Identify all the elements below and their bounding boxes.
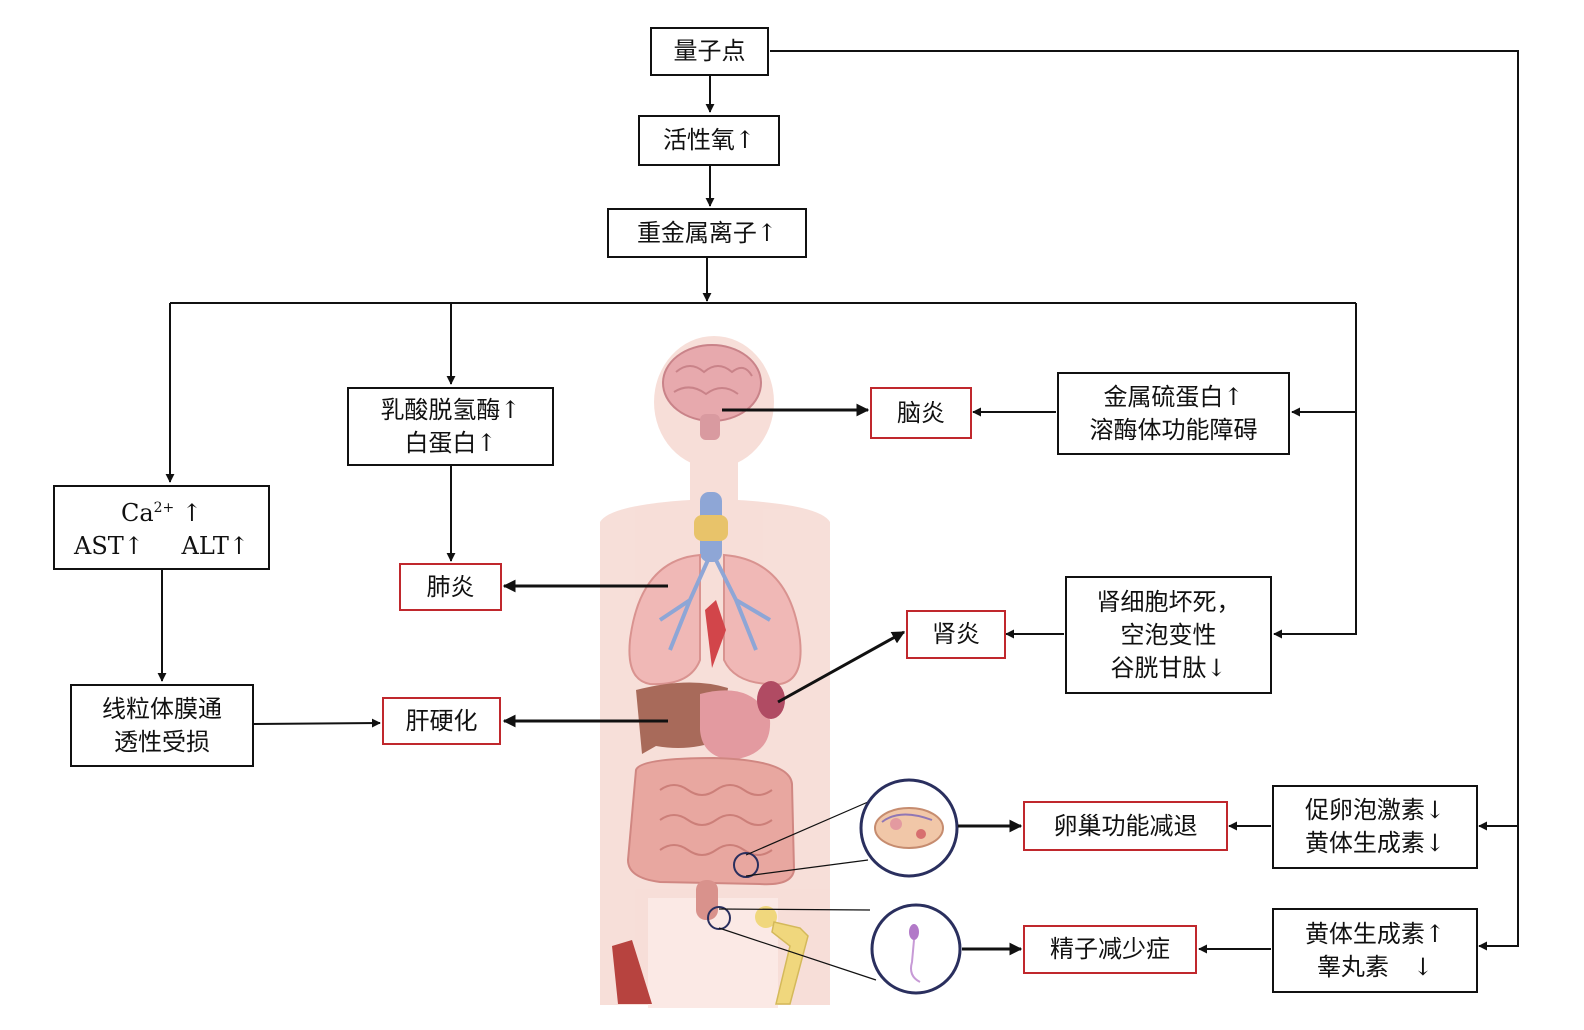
node-lh-testosterone: 黄体生成素↑ 睾丸素 ↓ [1272,908,1478,993]
node-mitochondria: 线粒体膜通 透性受损 [70,684,254,767]
node-mt-line1: 金属硫蛋白↑ [1103,382,1244,411]
node-ldh-line1: 乳酸脱氢酶↑ [380,395,521,424]
node-fsh-line1: 促卵泡激素↓ [1304,796,1446,824]
ca-arrow: ↑ [181,499,203,527]
node-fsh-lh-down: 促卵泡激素↓ 黄体生成素↓ [1272,785,1478,869]
outcome-encephalitis-label: 脑炎 [897,398,945,427]
outcome-cirrhosis: 肝硬化 [382,697,501,745]
outcome-ovarian-decline-label: 卵巢功能减退 [1053,811,1198,840]
outcome-ovarian-decline: 卵巢功能减退 [1023,801,1228,851]
outcome-pneumonia: 肺炎 [399,563,502,611]
stomach-icon [700,690,771,760]
node-renal-line2: 空泡变性 [1120,620,1217,649]
outcome-nephritis-label: 肾炎 [932,620,980,648]
node-ca-line2: AST↑ ALT↑ [74,530,249,563]
node-renal-line1: 肾细胞坏死， [1096,587,1241,616]
ovary-icon [859,778,959,878]
node-renal-necrosis: 肾细胞坏死， 空泡变性 谷胱甘肽↓ [1065,576,1272,694]
airway-icon [694,492,728,562]
node-mito-line2: 透性受损 [114,727,210,756]
node-ldh: 乳酸脱氢酶↑ 白蛋白↑ [347,387,554,466]
arrow-kidney-organ-to-kidney [777,630,906,704]
node-mito-line1: 线粒体膜通 [102,694,222,723]
node-heavy-metal: 重金属离子↑ [607,208,807,258]
ast-label: AST↑ [74,532,144,560]
zoom-lines [718,801,877,981]
outcome-cirrhosis-label: 肝硬化 [405,706,478,735]
node-heavy-metal-label: 重金属离子↑ [636,218,778,247]
node-metallothionein: 金属硫蛋白↑ 溶酶体功能障碍 [1057,372,1290,455]
node-fsh-line2: 黄体生成素↓ [1304,829,1446,857]
testis-zoom-marker [707,906,731,930]
node-lh-line2: 睾丸素 ↓ [1316,952,1434,981]
arrow-mito-to-liver [253,718,381,728]
brain-icon [662,344,762,440]
ovary-zoom-marker [733,852,759,878]
arrow-bus-to-renal [1273,303,1357,639]
node-lh-line1: 黄体生成素↑ [1304,919,1446,948]
node-ldh-line2: 白蛋白↑ [404,428,497,457]
kidney-icon [757,681,785,719]
sperm-icon [870,903,962,995]
ca-ion-symbol: Ca [120,499,154,527]
node-ca-ast-alt: Ca2+ ↑ AST↑ ALT↑ [53,485,270,570]
outcome-oligospermia: 精子减少症 [1023,925,1197,974]
ca-ion-charge: 2+ [153,500,175,516]
femur-icon [755,906,809,1005]
outcome-encephalitis: 脑炎 [870,387,972,439]
node-renal-line3: 谷胱甘肽↓ [1110,653,1227,682]
node-ros: 活性氧↑ [638,115,780,166]
node-quantum-dots-label: 量子点 [673,37,746,65]
arrow-qd-to-lh [770,50,1519,951]
muscle-icon [612,940,652,1004]
node-ros-label: 活性氧↑ [662,126,756,154]
outcome-pneumonia-label: 肺炎 [426,572,475,601]
outcome-oligospermia-label: 精子减少症 [1050,935,1170,963]
outcome-nephritis: 肾炎 [906,610,1006,659]
node-mt-line2: 溶酶体功能障碍 [1089,415,1258,444]
alt-label: ALT↑ [181,532,249,560]
node-ca-line1: Ca2+ ↑ [121,492,202,530]
lungs-icon [628,553,802,686]
node-quantum-dots: 量子点 [650,27,769,76]
